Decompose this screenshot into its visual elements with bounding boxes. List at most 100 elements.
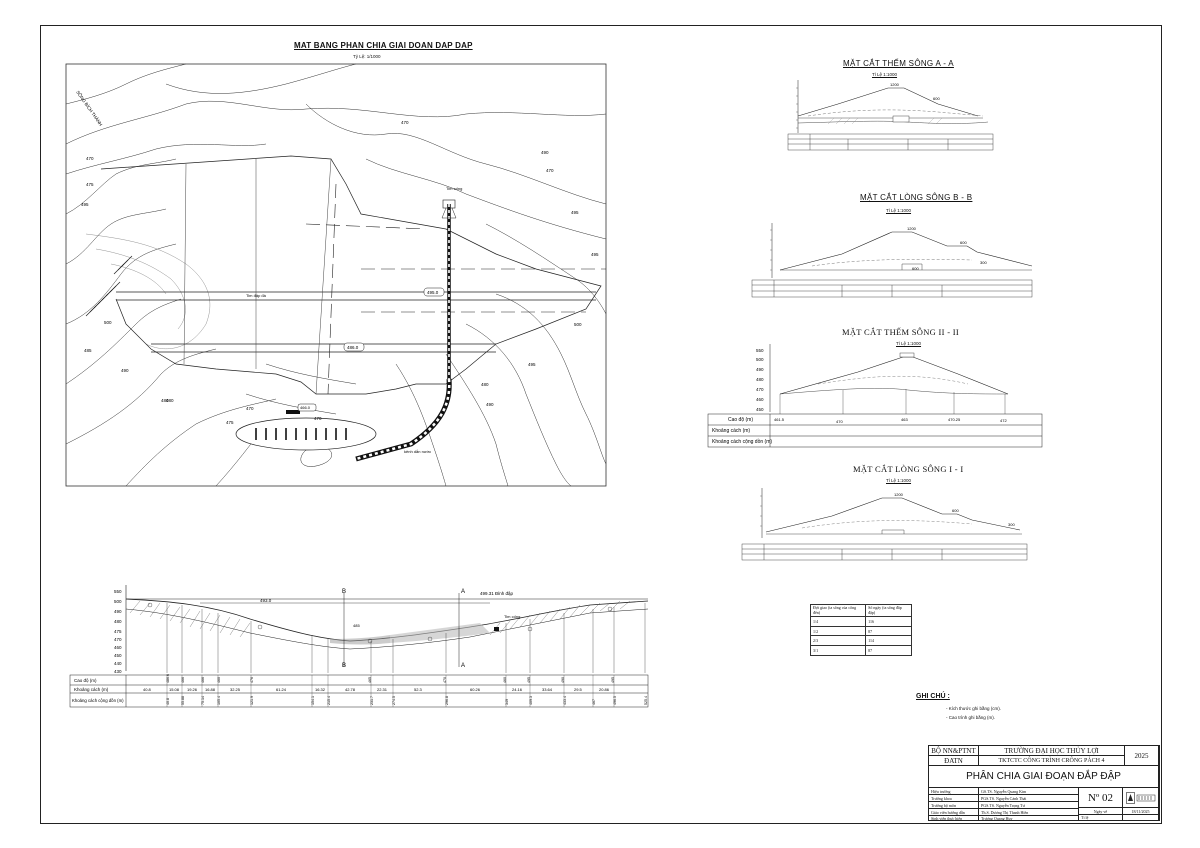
section-bb-scale: Tỉ Lệ 1:1000: [886, 208, 912, 213]
section-aa-berm: 600: [933, 96, 940, 101]
long-mark-a-bot: A: [461, 663, 465, 669]
long-elev: 495: [527, 677, 531, 683]
plan-label-kenh: kênh dẫn nước: [404, 449, 431, 454]
section-ii-ytick: 550: [756, 348, 764, 353]
section-ii-elev: 463: [901, 417, 908, 422]
tb-role: Sinh viên thực hiện: [929, 816, 979, 821]
long-dist: 15.08: [169, 687, 180, 692]
stage-cell: 114: [865, 635, 912, 647]
contour-label: 485: [84, 348, 92, 353]
section-ii-ytick: 500: [756, 357, 764, 362]
section-ii-elev: 470.25: [948, 417, 961, 422]
section-ii-row-label: Cao độ (m): [728, 417, 753, 423]
long-ytick: 550: [114, 589, 122, 594]
title-block: BỘ NN&PTNT TRƯỜNG ĐẠI HỌC THỦY LỢI ĐATN …: [928, 745, 1160, 821]
long-elev: 490: [561, 677, 565, 683]
tb-dept: ĐATN: [929, 756, 979, 766]
long-mark-b-top: B: [342, 589, 346, 595]
long-dist: 42.78: [345, 687, 356, 692]
long-dist: 33.64: [542, 687, 553, 692]
contour-label: 500: [104, 320, 112, 325]
tb-name: PGS.TS. Nguyễn Trọng Tư: [979, 802, 1079, 809]
long-cum: 409.3: [529, 696, 533, 705]
long-elev2: 499.31 Đỉnh đập: [480, 590, 514, 596]
tb-role: Giáo viên hướng dẫn: [929, 809, 979, 816]
tb-org: BỘ NN&PTNT: [929, 746, 979, 756]
long-mark-b-bot: B: [342, 663, 346, 669]
plan-drawing: Tim cống Tim đập đá 495.0 486.0 466.0 kê…: [65, 63, 607, 487]
plan-label-tim-cong: Tim cống: [446, 186, 462, 191]
contour-label: 495: [571, 210, 579, 215]
long-dist: 20.86: [599, 687, 610, 692]
tb-logo: [1123, 788, 1159, 808]
long-dist: 32.25: [230, 687, 241, 692]
stage-cell: 2/3: [809, 635, 867, 647]
long-dist: 29.5: [574, 687, 583, 692]
plan-scale: Tỷ Lệ: 1/1000: [353, 54, 381, 59]
contour-label: 470: [401, 120, 409, 125]
long-row-label: Cao độ (m): [74, 678, 97, 683]
long-ytick: 480: [114, 619, 122, 624]
long-ytick: 475: [114, 629, 122, 634]
tb-drawing-title: PHÂN CHIA GIAI ĐOẠN ĐẮP ĐẬP: [929, 766, 1159, 788]
contour-label: 500: [574, 322, 582, 327]
long-dist: 61.24: [276, 687, 287, 692]
section-aa-crest: 1200: [890, 82, 900, 87]
section-ii-row-label: Khoảng cách cộng dồn (m): [712, 439, 772, 445]
stage-cell: 87: [865, 645, 912, 656]
long-ytick: 500: [114, 599, 122, 604]
long-cum: 121.9: [250, 696, 254, 705]
contour-label: 470: [86, 156, 94, 161]
long-elev: 460: [503, 677, 507, 683]
contour-label: 490: [121, 368, 129, 373]
section-bb-title: MẶT CẮT LÒNG SÔNG B - B: [860, 193, 973, 202]
contour-label: 480: [481, 382, 489, 387]
section-ii-ytick: 490: [756, 367, 764, 372]
long-cum: 496.5: [613, 696, 617, 705]
section-i-toe: 300: [1008, 522, 1015, 527]
contour-label: 475: [86, 182, 94, 187]
long-ytick: 460: [114, 645, 122, 650]
stage-cell: 3/1: [809, 645, 867, 656]
long-elev: 460: [217, 677, 221, 683]
section-i-drawing: 1200 600 300: [741, 488, 1028, 561]
long-elev: 476: [250, 677, 254, 683]
long-elev: 470: [443, 677, 447, 683]
long-elev1: 493.0: [260, 598, 272, 603]
section-aa-title: MẶT CẮT THẾM SÔNG A - A: [843, 59, 954, 68]
contour-label: 490: [541, 150, 549, 155]
long-cum: 525.4: [644, 696, 648, 705]
section-ii-ytick: 470: [756, 387, 764, 392]
section-ii-title: MẶT CẮT THẾM SÔNG II - II: [842, 327, 960, 337]
section-ii-elev: 470: [836, 419, 843, 424]
long-elev: 495: [611, 677, 615, 683]
long-row-label: Khoảng cách (m): [74, 687, 109, 692]
long-tim-cong: Tim cống: [504, 614, 520, 619]
notes: GHI CHÚ : - Kích thước ghi bằng (cm). - …: [916, 693, 1001, 720]
long-elev: 465: [368, 677, 372, 683]
tb-role: Trưởng khoa: [929, 795, 979, 802]
long-mnd: 485: [353, 623, 360, 628]
contour-label: 495: [81, 202, 89, 207]
school-logo-icon: [1125, 791, 1155, 804]
contour-label: 470: [314, 416, 322, 421]
contour-label: 495: [591, 252, 599, 257]
plan-title: MAT BANG PHAN CHIA GIAI DOAN DAP DAP: [294, 41, 473, 50]
tb-role: Trưởng bộ môn: [929, 802, 979, 809]
long-dist: 22.31: [377, 687, 388, 692]
section-aa-drawing: 1200 600: [787, 80, 994, 151]
long-dist: 19.26: [187, 687, 198, 692]
section-bb-crest: 1200: [907, 226, 917, 231]
long-elev: 486.6: [166, 674, 170, 683]
section-bb-berm: 600: [960, 240, 967, 245]
contour-label: 475: [226, 420, 234, 425]
section-i-title: MẶT CẮT LÒNG SÔNG I - I: [853, 464, 964, 474]
section-ii-scale: Tỉ Lệ 1:1000: [896, 341, 922, 346]
long-dist: 24.16: [512, 687, 523, 692]
long-ytick: 440: [114, 661, 122, 666]
stage-cell: 87: [865, 625, 912, 637]
stage-cell: 1/2: [809, 625, 867, 637]
long-cum: 231.7: [370, 696, 374, 705]
tb-name: Th.S. Dương Thị Thanh Hiền: [979, 809, 1079, 816]
note-item: - Kích thước ghi bằng (cm).: [946, 706, 1001, 711]
